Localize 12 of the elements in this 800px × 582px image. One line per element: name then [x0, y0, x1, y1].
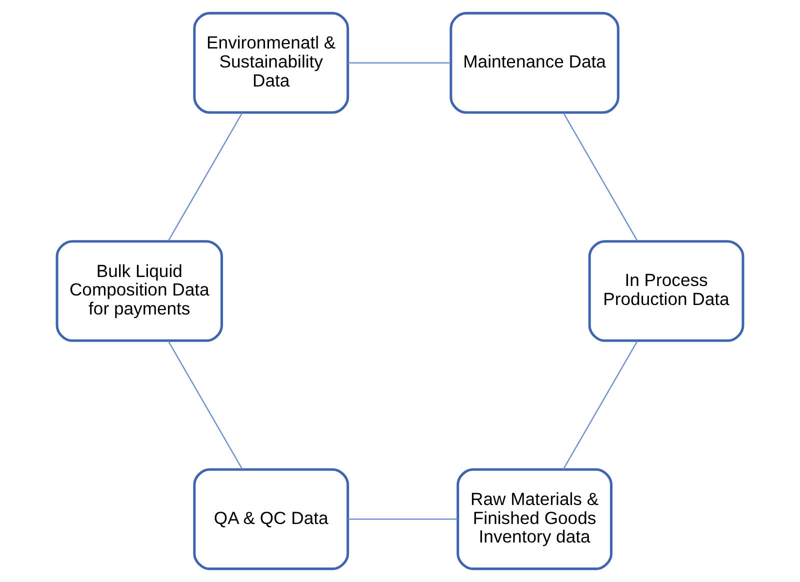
connector	[562, 112, 638, 242]
node-box: In Process Production Data	[588, 240, 744, 342]
node-box: Environmenatl & Sustainability Data	[193, 12, 350, 114]
connector	[168, 340, 243, 470]
connector	[348, 518, 458, 520]
connector	[168, 112, 243, 242]
node-box: QA & QC Data	[193, 468, 350, 570]
node-box: Bulk Liquid Composition Data for payments	[56, 240, 223, 342]
connector	[348, 62, 451, 64]
connector	[562, 340, 638, 470]
node-box: Raw Materials & Finished Goods Inventory data	[456, 468, 613, 570]
node-box: Maintenance Data	[450, 12, 620, 114]
